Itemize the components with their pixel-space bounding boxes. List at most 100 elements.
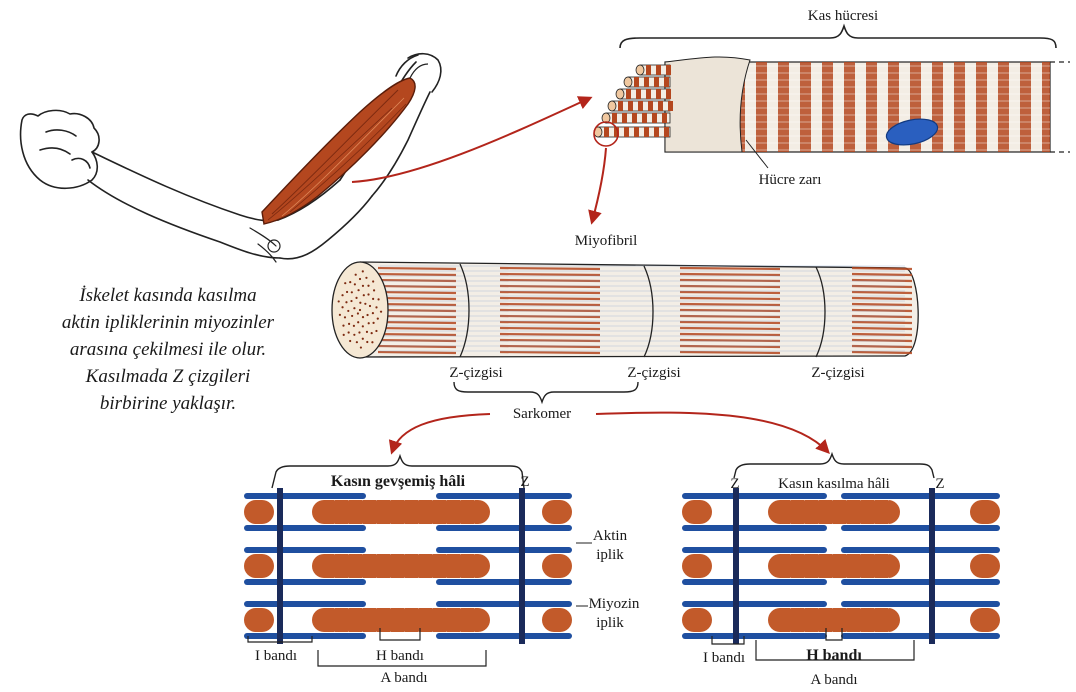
myofibril-end-dot xyxy=(366,314,368,316)
myofibril-thick-filament xyxy=(378,328,456,329)
myofibril-end-dot xyxy=(367,285,369,287)
myofibril-band xyxy=(628,101,633,111)
myofibril-thick-filament xyxy=(500,334,600,335)
myosin-head xyxy=(418,495,423,500)
actin-filament xyxy=(244,633,366,639)
myosin-stub xyxy=(244,554,274,578)
myofibril-end-dot xyxy=(357,321,359,323)
relaxed-label: Kasın gevşemiş hâli xyxy=(331,473,466,490)
myofibril-band xyxy=(642,113,647,123)
myofibril-end-dot xyxy=(359,309,361,311)
caption-line-1: İskelet kasında kasılma xyxy=(28,282,308,309)
myofibril-end-dot xyxy=(371,341,373,343)
caption-line-5: birbirine yaklaşır. xyxy=(28,390,308,417)
myofibril-end-dot xyxy=(353,325,355,327)
fiber-band xyxy=(1020,62,1031,152)
myosin-filament xyxy=(312,500,490,524)
myosin-head xyxy=(404,524,409,529)
myofibril-band xyxy=(604,127,609,137)
myofibril-end-dot xyxy=(351,315,353,317)
actin-label-2: iplik xyxy=(596,547,624,563)
myosin-head xyxy=(404,578,409,583)
myosin-filament xyxy=(768,500,900,524)
actin-filament xyxy=(682,601,827,607)
myofibril-thick-filament xyxy=(500,322,600,323)
myofibril-end-dot xyxy=(375,330,377,332)
myofibril-thick-filament xyxy=(680,298,780,299)
myosin-head xyxy=(404,632,409,637)
actin-filament xyxy=(841,579,1000,585)
myofibril-thick-filament xyxy=(500,292,600,293)
myofibril-thick-filament xyxy=(378,292,456,293)
myofibril-band xyxy=(658,101,663,111)
z-line xyxy=(277,488,283,644)
myofibril-end xyxy=(608,101,616,111)
myofibril-end-dot xyxy=(371,332,373,334)
actin-filament xyxy=(682,525,827,531)
contracted-sarcomere xyxy=(682,488,1000,644)
fiber-band xyxy=(800,62,811,152)
relaxed-h-band-label: H bandı xyxy=(376,648,424,664)
myofibril-end-dot xyxy=(344,316,346,318)
actin-filament xyxy=(436,601,572,607)
myofibril-end-dot xyxy=(362,338,364,340)
myosin-head xyxy=(832,495,837,500)
myofibril-thick-filament xyxy=(500,304,600,305)
myofibril-end xyxy=(616,89,624,99)
myofibril-end-dot xyxy=(362,270,364,272)
sarcomere-brace xyxy=(454,382,638,402)
fiber-band xyxy=(1042,62,1053,152)
myofibril-end-dot xyxy=(357,289,359,291)
myofibril-end-dot xyxy=(350,300,352,302)
myosin-stub xyxy=(682,608,712,632)
myofibril-band xyxy=(626,89,631,99)
actin-filament xyxy=(682,633,827,639)
myosin-head xyxy=(390,549,395,554)
actin-label-1: Aktin xyxy=(593,528,628,544)
myosin-head xyxy=(390,578,395,583)
myosin-stub xyxy=(542,554,572,578)
myosin-head xyxy=(418,578,423,583)
membrane-label: Hücre zarı xyxy=(759,172,822,188)
myofibril-thick-filament xyxy=(500,328,600,329)
myofibril-end-dot xyxy=(367,293,369,295)
fiber-band xyxy=(998,62,1009,152)
myosin-head xyxy=(418,603,423,608)
myofibril-thick-filament xyxy=(680,322,780,323)
arrow-to-relaxed xyxy=(392,414,490,452)
contracted-brace xyxy=(734,454,934,478)
myofibril-end-dot xyxy=(359,302,361,304)
myofibril-end-dot xyxy=(347,310,349,312)
arrow-to-myofibril xyxy=(592,148,606,222)
myofibril-band xyxy=(634,127,639,137)
myofibril-band xyxy=(666,89,671,99)
contracted-a-band-label: A bandı xyxy=(810,672,857,688)
myofibril-thick-filament xyxy=(378,304,456,305)
actin-filament xyxy=(244,579,366,585)
myofibril-thick-filament xyxy=(852,328,912,329)
myofibril-thick-filament xyxy=(500,298,600,299)
myofibril-end-dot xyxy=(342,325,344,327)
myofibril-end-dot xyxy=(353,334,355,336)
myofibril-end-dot xyxy=(346,291,348,293)
myofibril-band xyxy=(612,113,617,123)
myofibril-thick-filament xyxy=(378,298,456,299)
myosin-head xyxy=(376,495,381,500)
fiber-band xyxy=(822,62,833,152)
myofibril-band xyxy=(646,89,651,99)
actin-filament xyxy=(244,493,366,499)
myofibril-end-dot xyxy=(362,316,364,318)
myofibril-end-dot xyxy=(368,322,370,324)
myofibril-thick-filament xyxy=(378,274,456,275)
myofibril-band xyxy=(668,101,673,111)
myofibril-band xyxy=(652,113,657,123)
myosin-filament xyxy=(312,554,490,578)
actin-filament xyxy=(244,547,366,553)
myofibril-thick-filament xyxy=(378,268,456,269)
myofibril-end-dot xyxy=(359,278,361,280)
myofibril-end-dot xyxy=(380,311,382,313)
myofibril-band xyxy=(618,101,623,111)
myofibril-end-dot xyxy=(348,331,350,333)
myofibril-band xyxy=(638,101,643,111)
actin-filament xyxy=(436,633,572,639)
